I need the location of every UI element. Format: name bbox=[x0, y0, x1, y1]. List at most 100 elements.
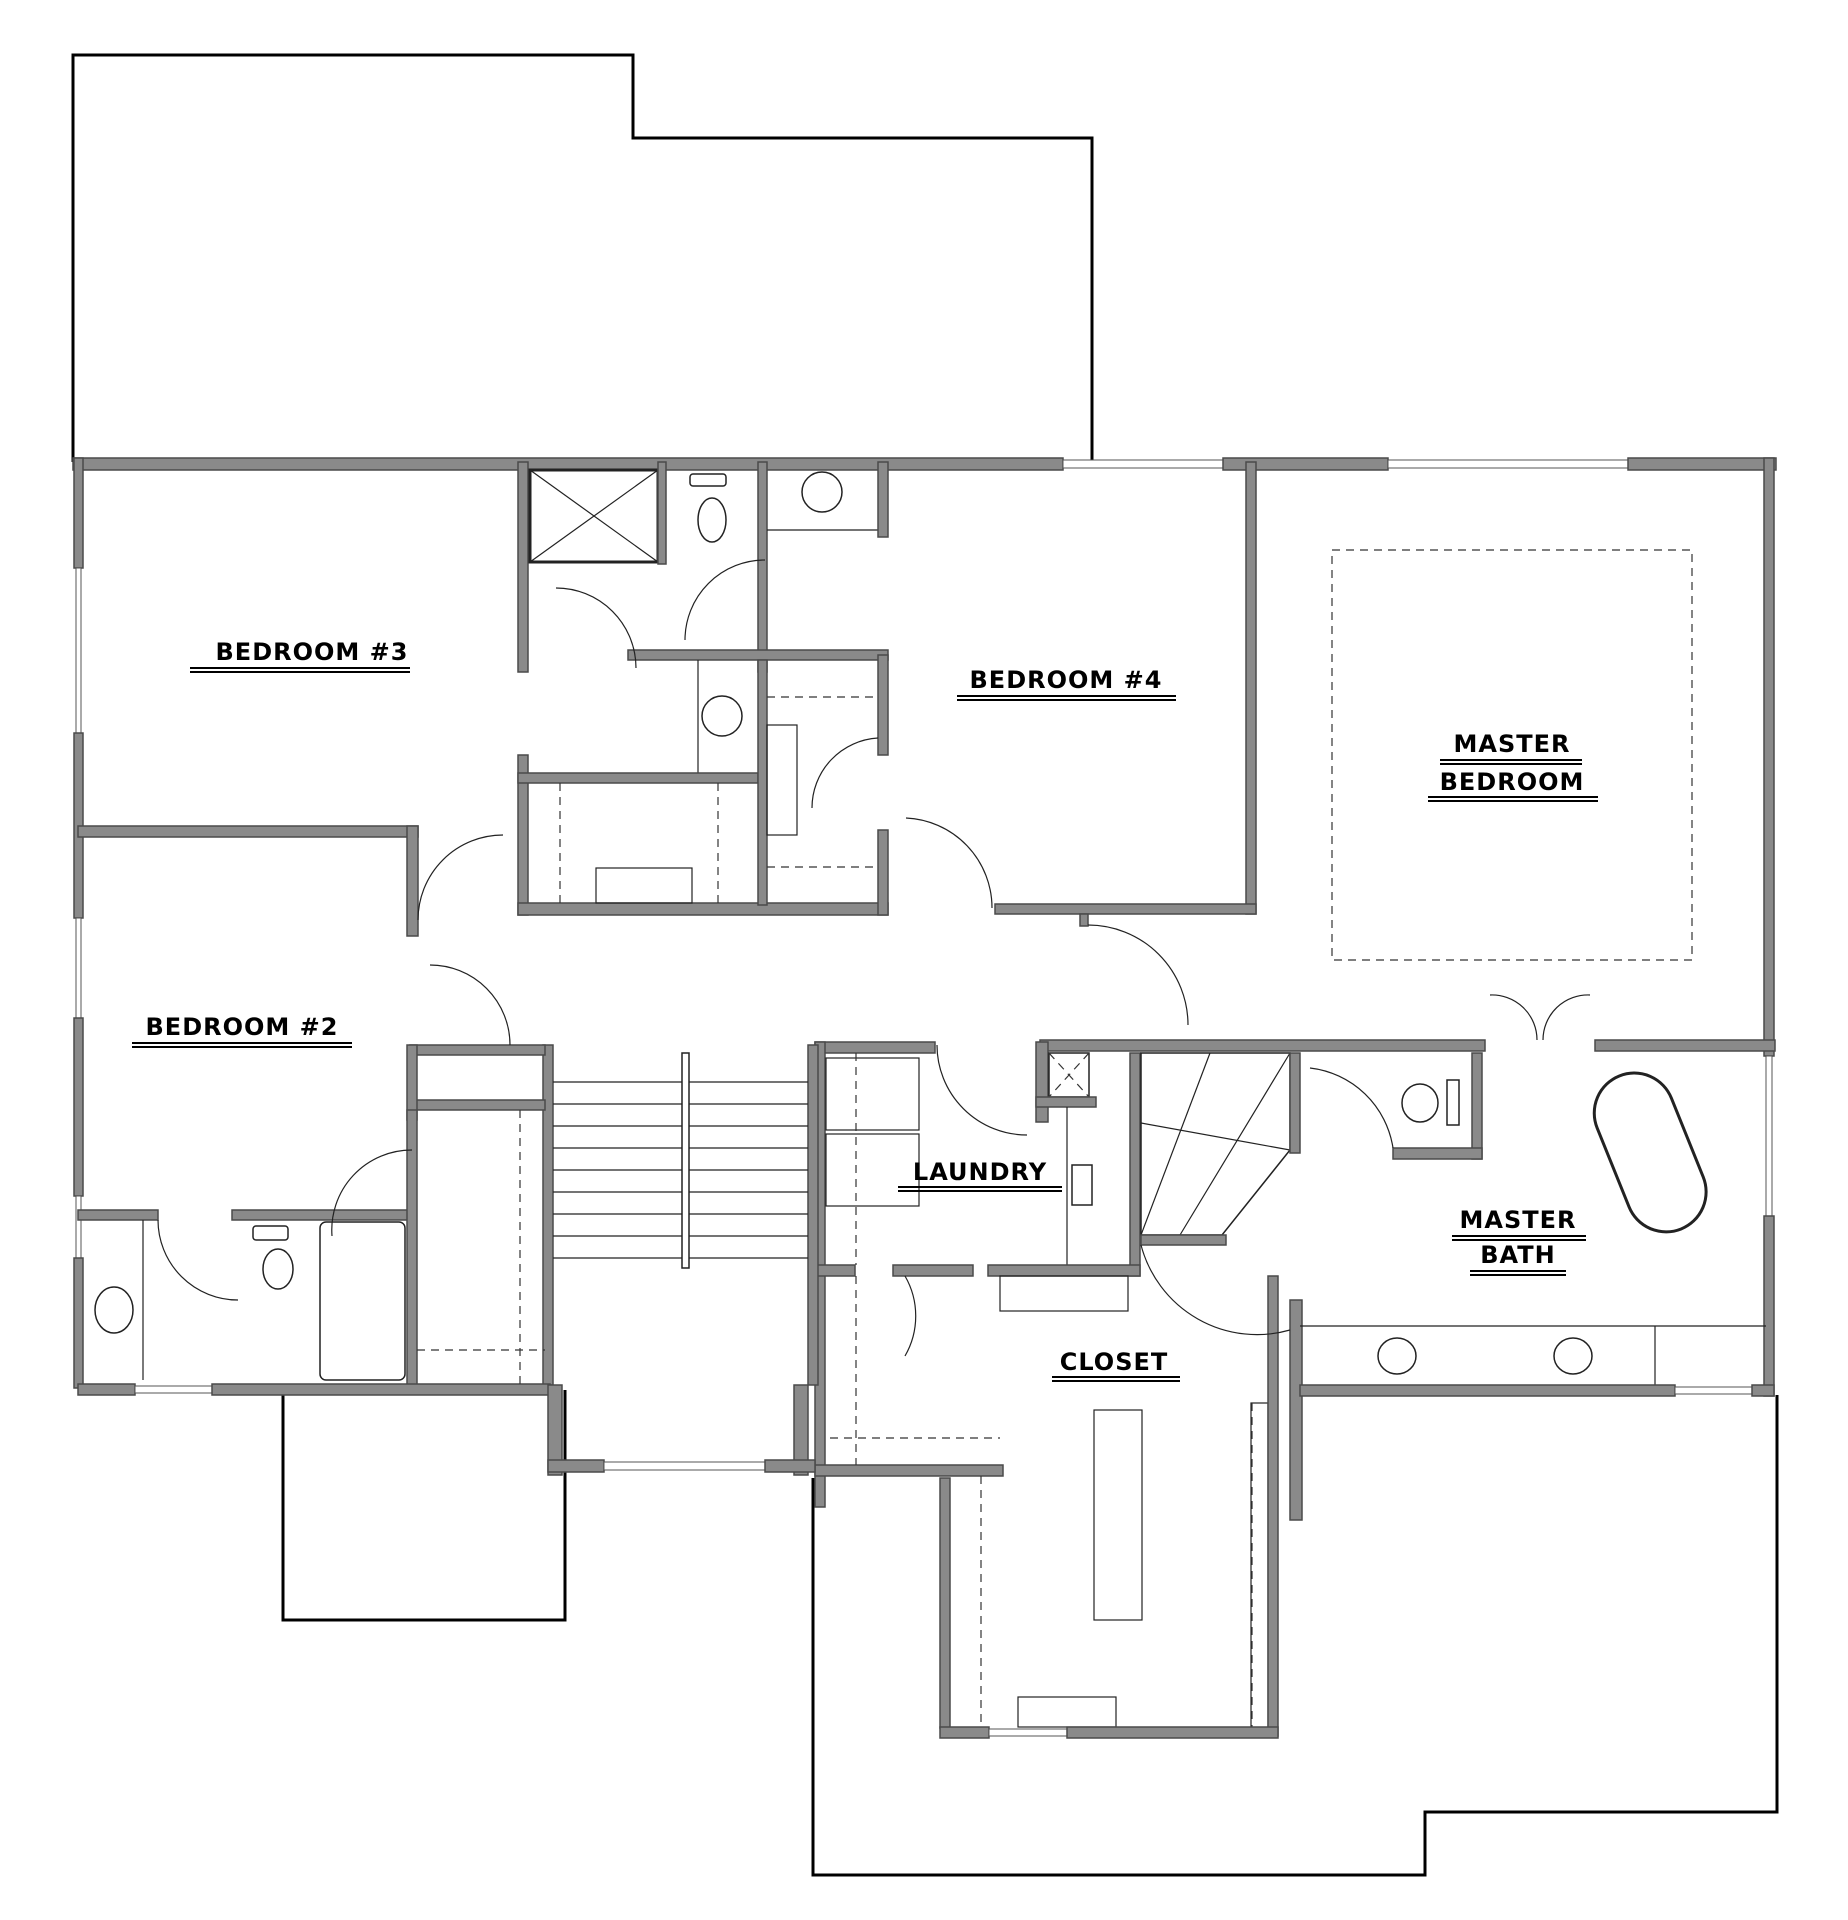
closet-cabinet bbox=[766, 724, 798, 836]
wall-linen-closet-top bbox=[409, 1044, 546, 1056]
wall-linen-closet-west bbox=[406, 1044, 418, 1121]
wall-linen-closet-bottom bbox=[409, 1099, 546, 1111]
wall-laundry-north bbox=[814, 1041, 936, 1054]
wall-stairs-east bbox=[807, 1044, 819, 1386]
wall-closet-south-2 bbox=[1066, 1726, 1279, 1739]
wall-bath-mid bbox=[627, 649, 889, 661]
svg-text:CLOSET: CLOSET bbox=[1060, 1348, 1169, 1376]
svg-text:MASTER: MASTER bbox=[1454, 730, 1571, 758]
dryer-icon bbox=[825, 1133, 920, 1207]
vanity-sink-1 bbox=[1377, 1337, 1417, 1375]
wall-bay-west bbox=[547, 1384, 563, 1476]
linen-x-2 bbox=[1048, 1052, 1090, 1098]
wall-shower-east bbox=[657, 461, 667, 565]
wall-bed4-east bbox=[1245, 461, 1257, 915]
wall-closet-south-1 bbox=[939, 1726, 990, 1739]
closet-bench-south bbox=[1017, 1696, 1117, 1728]
room-label-laundry: LAUNDRY bbox=[898, 1158, 1062, 1192]
wall-shower-east bbox=[1289, 1052, 1301, 1154]
shower-line-3 bbox=[1179, 1052, 1291, 1236]
wall-bay-se bbox=[764, 1459, 816, 1473]
door-swings bbox=[157, 559, 1591, 1357]
closet-shelf-box bbox=[999, 1275, 1129, 1312]
bathtub-icon bbox=[1592, 1071, 1708, 1234]
wall-linen-west bbox=[1035, 1041, 1049, 1123]
window-left-2 bbox=[75, 917, 82, 1019]
sink-icon-2 bbox=[701, 695, 743, 737]
window-left-3 bbox=[75, 1195, 82, 1259]
wall-laundry-south-2 bbox=[892, 1264, 974, 1277]
wall-bath2-east bbox=[406, 1109, 418, 1391]
wall-utility-sink bbox=[1035, 1096, 1097, 1108]
wall-wc-east-master bbox=[1471, 1052, 1483, 1160]
wall-bed4-south bbox=[994, 903, 1257, 915]
stair-handrail bbox=[681, 1052, 690, 1269]
roof-outline-bottom-right bbox=[811, 1395, 1779, 1877]
roof-outline-top bbox=[71, 53, 1094, 462]
toilet-bowl-icon bbox=[697, 497, 727, 543]
bath2-sink-icon bbox=[94, 1286, 134, 1334]
window-master-bath bbox=[1674, 1386, 1753, 1395]
shower-line-1 bbox=[1140, 1122, 1291, 1151]
wall-closet-top-left bbox=[814, 1464, 1004, 1477]
room-label-master-bedroom: MASTER BEDROOM bbox=[1428, 730, 1598, 802]
wall-bed2-east-upper bbox=[406, 825, 419, 937]
window-top-1 bbox=[1062, 459, 1224, 469]
wall-left-3 bbox=[73, 1017, 84, 1197]
wall-master-bath-west bbox=[1289, 1299, 1303, 1521]
wall-bath-west bbox=[517, 461, 529, 673]
wall-left-4 bbox=[73, 1257, 84, 1389]
window-closet bbox=[988, 1728, 1068, 1737]
wall-stairs-west bbox=[542, 1044, 554, 1386]
bath2-toilet-tank bbox=[252, 1225, 289, 1241]
svg-text:LAUNDRY: LAUNDRY bbox=[913, 1158, 1047, 1186]
bath2-toilet-bowl bbox=[262, 1248, 294, 1290]
wall-master-south-2 bbox=[1594, 1039, 1776, 1052]
shower-x-2 bbox=[529, 469, 659, 563]
wall-closet-divider bbox=[757, 659, 768, 906]
room-label-bedroom-2: BEDROOM #2 bbox=[132, 1013, 352, 1048]
wall-bath2-north-2 bbox=[231, 1209, 413, 1221]
wall-bath2-south-2 bbox=[211, 1383, 551, 1396]
svg-text:BEDROOM #2: BEDROOM #2 bbox=[146, 1013, 339, 1041]
wall-utility-south bbox=[987, 1264, 1141, 1277]
wall-bath-east bbox=[877, 461, 889, 538]
svg-text:BEDROOM: BEDROOM bbox=[1440, 768, 1585, 796]
window-bath2 bbox=[134, 1385, 213, 1394]
wall-wc-east bbox=[757, 461, 768, 673]
master-shower-icon bbox=[1140, 1052, 1291, 1236]
wall-top-left bbox=[72, 457, 1064, 471]
closet-island bbox=[1093, 1409, 1143, 1621]
svg-text:BEDROOM #3: BEDROOM #3 bbox=[216, 638, 409, 666]
wall-shower-south bbox=[1140, 1234, 1227, 1246]
wall-laundry-south-1 bbox=[814, 1264, 856, 1277]
wall-bath2-north-1 bbox=[77, 1209, 159, 1221]
wall-master-bath-south-2 bbox=[1751, 1384, 1775, 1397]
window-right-1 bbox=[1765, 1055, 1773, 1217]
wall-bay-east bbox=[793, 1384, 809, 1476]
window-left-1 bbox=[75, 567, 82, 734]
sink-icon-1 bbox=[801, 471, 843, 513]
shower-line-2 bbox=[1140, 1052, 1211, 1236]
room-label-bedroom-4: BEDROOM #4 bbox=[957, 666, 1176, 701]
wall-master-south-1 bbox=[1039, 1039, 1486, 1052]
closet-rod-east bbox=[1250, 1402, 1269, 1729]
wall-left-1 bbox=[73, 457, 84, 569]
wall-top-right bbox=[1627, 457, 1777, 471]
bath2-tub-icon bbox=[319, 1221, 406, 1381]
svg-text:BATH: BATH bbox=[1480, 1241, 1555, 1269]
room-label-bedroom-3: BEDROOM #3 bbox=[190, 638, 410, 673]
wall-bath-south bbox=[517, 772, 759, 784]
wall-right-2 bbox=[1763, 1215, 1775, 1397]
wall-closets-south bbox=[517, 902, 889, 916]
window-bay bbox=[603, 1461, 770, 1471]
svg-text:MASTER: MASTER bbox=[1460, 1206, 1577, 1234]
room-label-master-bath: MASTER BATH bbox=[1452, 1206, 1586, 1276]
wall-bath2-south-1 bbox=[77, 1383, 136, 1396]
toilet-tank-icon bbox=[689, 473, 727, 487]
wall-master-bath-south bbox=[1299, 1384, 1676, 1397]
wall-closet-west bbox=[939, 1477, 951, 1729]
wall-bed4-west-lower bbox=[877, 829, 889, 916]
wall-closet-east bbox=[1267, 1275, 1279, 1737]
tray-ceiling-outline bbox=[1331, 549, 1693, 961]
